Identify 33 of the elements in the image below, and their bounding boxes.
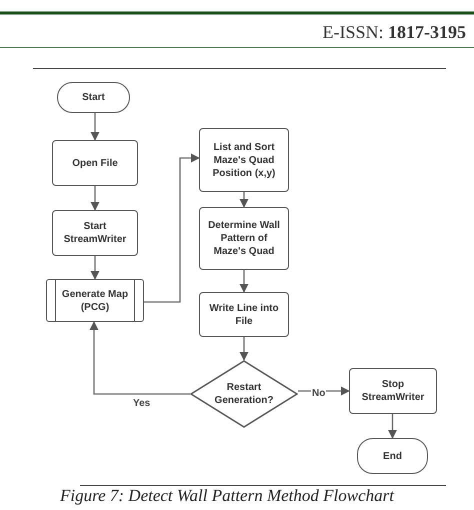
predefined-process-box	[46, 279, 144, 322]
arrow	[90, 113, 100, 141]
node-label: List and Sort Maze's Quad Position (x,y)	[212, 140, 276, 180]
node-label: Start	[82, 91, 105, 104]
issn-text: E-ISSN: 1817-3195	[322, 22, 466, 43]
process-box	[52, 210, 138, 256]
arrow	[388, 414, 398, 439]
edge-label: Yes	[132, 398, 152, 409]
edge-label: No	[311, 388, 326, 399]
node-label: Generate Map (PCG)	[61, 288, 129, 314]
node-label: Determine Wall Pattern of Maze's Quad	[207, 219, 281, 258]
node-label: Start StreamWriter	[62, 220, 128, 246]
terminal-shape	[357, 438, 428, 474]
decision-diamond	[190, 360, 298, 428]
node-label: Stop StreamWriter	[360, 378, 426, 404]
figure-caption: Figure 7: Detect Wall Pattern Method Flowchart	[60, 486, 394, 506]
arrow	[239, 192, 249, 208]
arrow	[239, 270, 249, 293]
node-label: Write Line into File	[208, 302, 280, 328]
terminal-shape	[57, 82, 130, 113]
arrow	[239, 337, 249, 361]
process-box	[199, 128, 289, 192]
arrow	[90, 256, 100, 280]
arrow	[89, 321, 190, 395]
process-box	[199, 207, 289, 270]
node-label: End	[383, 450, 402, 462]
process-box	[52, 140, 138, 186]
process-box	[349, 368, 437, 414]
process-box	[199, 292, 289, 337]
arrow	[90, 186, 100, 211]
arrow	[144, 153, 200, 303]
node-label: Restart Generation?	[214, 381, 274, 407]
node-label: Open File	[72, 156, 118, 170]
